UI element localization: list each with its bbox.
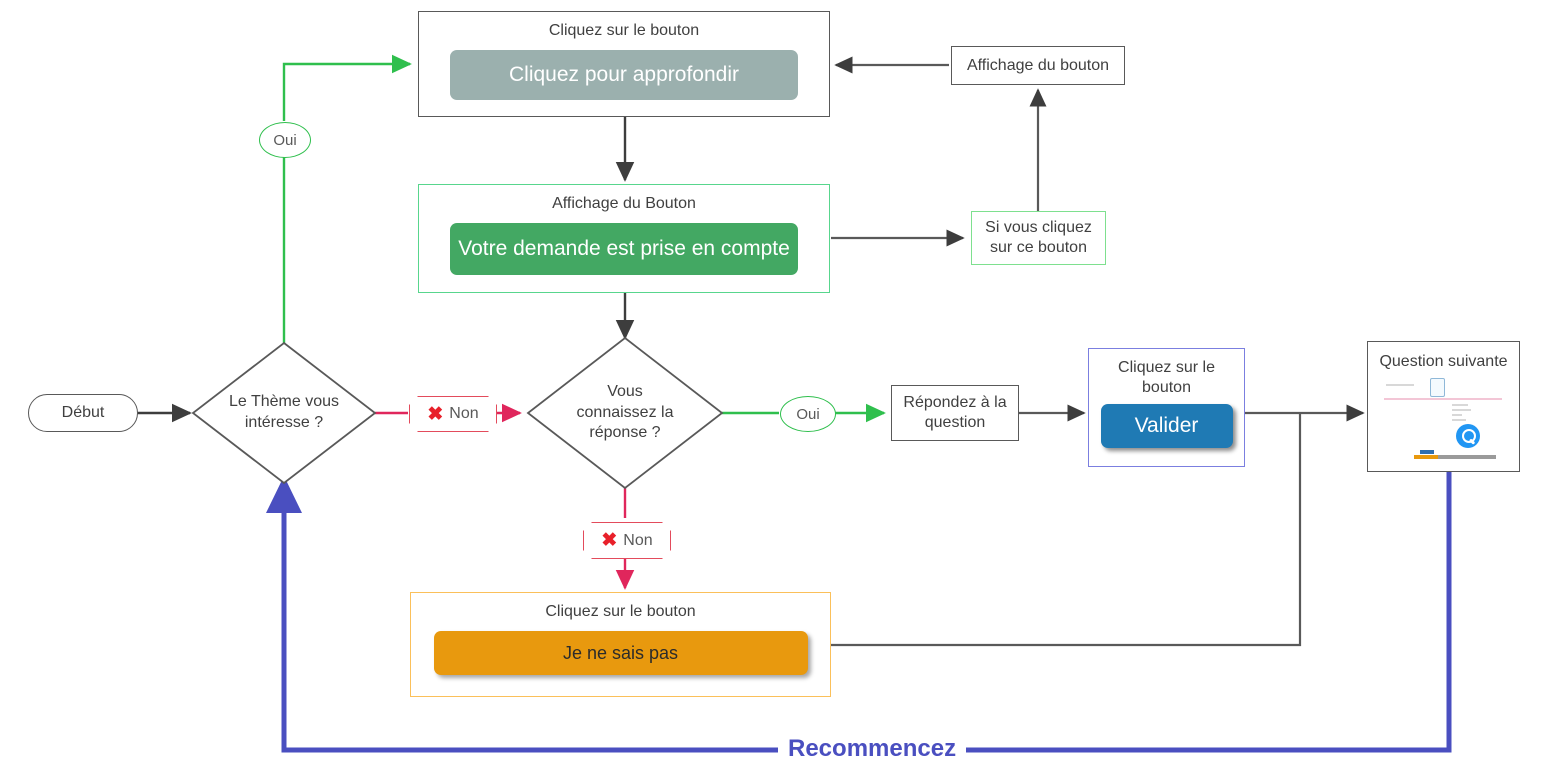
- card-validate[interactable]: Cliquez sur le bouton Valider: [1088, 348, 1245, 467]
- decision-answer-label: Vous connaissez la réponse ?: [576, 382, 674, 442]
- decision-theme[interactable]: Le Thème vous intéresse ?: [193, 343, 375, 483]
- edge-label-yes-answer: Oui: [780, 396, 836, 432]
- decision-theme-label: Le Thème vous intéresse ?: [229, 393, 339, 431]
- edge-label-no-answer-text: Non: [623, 531, 653, 549]
- decision-answer-shape: [526, 336, 724, 490]
- button-votre-demande-est-prise-en-compte[interactable]: Votre demande est prise en compte: [450, 223, 798, 275]
- edge-label-no-theme-text: Non: [449, 405, 479, 422]
- decision-answer[interactable]: Vous connaissez la réponse ?: [528, 338, 722, 488]
- button-valider[interactable]: Valider: [1100, 404, 1233, 448]
- node-start[interactable]: Début: [28, 394, 138, 432]
- x-icon: ✖: [601, 530, 618, 551]
- node-display-button[interactable]: Affichage du bouton: [951, 46, 1125, 85]
- node-next-question[interactable]: Question suivante: [1367, 341, 1520, 472]
- node-if-you-click-label: Si vous cliquez sur ce bouton: [985, 219, 1092, 256]
- button-je-ne-sais-pas[interactable]: Je ne sais pas: [433, 631, 808, 675]
- card-deepen[interactable]: Cliquez sur le bouton Cliquez pour appro…: [418, 11, 830, 117]
- edge-label-no-answer: ✖ Non: [583, 522, 671, 559]
- node-answer-question-label: Répondez à la question: [903, 394, 1007, 431]
- decision-theme-shape: [191, 341, 377, 485]
- edge-label-no-theme: ✖ Non: [409, 396, 497, 432]
- node-next-question-label: Question suivante: [1379, 353, 1508, 370]
- node-start-label: Début: [61, 404, 105, 421]
- node-display-button-label: Affichage du bouton: [966, 56, 1110, 74]
- x-icon: ✖: [427, 403, 444, 425]
- card-dont-know[interactable]: Cliquez sur le bouton Je ne sais pas: [410, 592, 831, 697]
- button-cliquez-pour-approfondir[interactable]: Cliquez pour approfondir: [450, 50, 798, 100]
- next-question-thumbnail: [1378, 376, 1511, 462]
- card-validate-caption: Cliquez sur le bouton: [1118, 359, 1215, 396]
- search-icon: [1456, 424, 1480, 448]
- card-request-taken-caption: Affichage du Bouton: [552, 195, 696, 212]
- edge-label-restart: Recommencez: [778, 735, 967, 763]
- card-request-taken[interactable]: Affichage du Bouton Votre demande est pr…: [418, 184, 830, 293]
- node-answer-question[interactable]: Répondez à la question: [891, 385, 1019, 441]
- card-dont-know-caption: Cliquez sur le bouton: [545, 603, 696, 620]
- node-if-you-click[interactable]: Si vous cliquez sur ce bouton: [971, 211, 1106, 265]
- card-deepen-caption: Cliquez sur le bouton: [548, 22, 700, 39]
- edge-label-yes-theme: Oui: [259, 122, 311, 158]
